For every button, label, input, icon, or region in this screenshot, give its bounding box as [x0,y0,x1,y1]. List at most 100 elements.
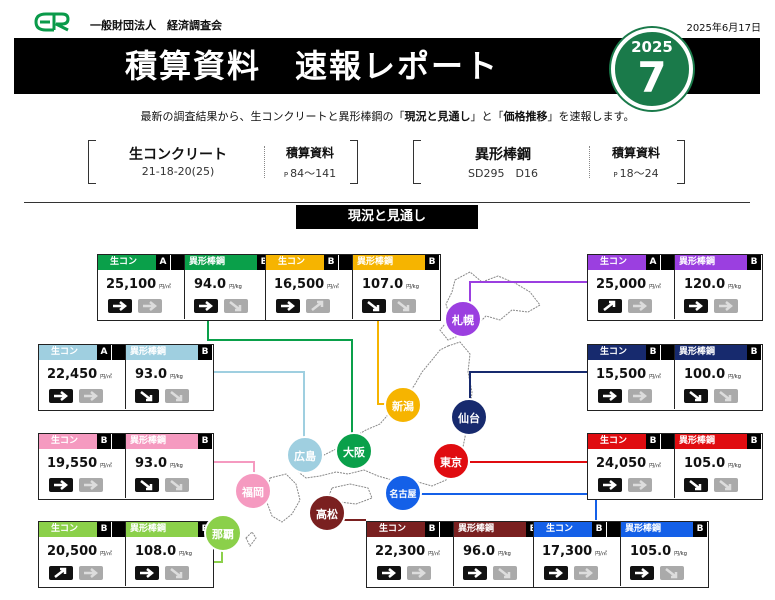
card-rebar-label: 異形棒鋼 [454,522,526,537]
card-concrete-label: 生コン [588,345,646,360]
publish-date: 2025年6月17日 [686,23,761,34]
issue-year: 2025 [631,38,673,56]
card-rebar-price: 93.0 [135,456,168,471]
ref-rebar-spec: SD295 D16 [468,167,538,180]
card-concrete-price: 24,050 [596,456,647,471]
city-marker-osaka: 大阪 [335,432,373,470]
card-concrete-price: 17,300 [542,544,593,559]
concrete-current-arrow-icon [598,478,622,492]
card-rebar-price: 93.0 [135,367,168,382]
rebar-current-arrow-icon [684,299,708,313]
card-concrete-price: 22,450 [47,367,98,382]
page-title: 積算資料 速報レポート [124,47,499,85]
card-rebar-grade: B [747,434,761,449]
issue-badge: 2025 7 [611,28,693,110]
card-concrete-grade: A [156,255,170,270]
card-rebar-unit: 円/kg [498,551,511,557]
card-concrete-price: 19,550 [47,456,98,471]
concrete-current-arrow-icon [49,478,73,492]
rebar-outlook-arrow-icon [714,389,738,403]
card-concrete-price: 16,500 [274,277,325,292]
card-concrete-grade: B [97,434,111,449]
card-rebar-grade: B [747,255,761,270]
card-concrete-grade: A [646,255,660,270]
card-concrete-price: 20,500 [47,544,98,559]
city-marker-hiroshima: 広島 [286,436,324,474]
card-concrete-price: 25,100 [106,277,157,292]
organization-name: 一般財団法人 経済調査会 [90,19,222,32]
ref-concrete-p-prefix: P [283,171,289,179]
concrete-outlook-arrow-icon [628,478,652,492]
rebar-current-arrow-icon [135,478,159,492]
connector-hiroshima [186,371,305,440]
concrete-outlook-arrow-icon [138,299,162,313]
rebar-outlook-arrow-icon [493,566,517,580]
city-marker-sapporo: 札幌 [444,300,482,338]
card-concrete-unit: 円/㎥ [100,374,112,380]
card-rebar-unit: 円/kg [179,551,192,557]
card-concrete-unit: 円/㎥ [595,551,607,557]
concrete-current-arrow-icon [49,389,73,403]
card-rebar-price: 120.0 [684,277,726,292]
intro-keyword-price: 価格推移 [503,110,548,123]
card-rebar-label: 異形棒鋼 [185,255,257,270]
ref-rebar-pages: 18～24 [619,167,659,180]
card-concrete-unit: 円/㎥ [649,374,661,380]
concrete-outlook-arrow-icon [574,566,598,580]
card-rebar-unit: 円/kg [170,374,183,380]
card-concrete-unit: 円/㎥ [327,284,339,290]
rebar-outlook-arrow-icon [165,566,189,580]
card-rebar-label: 異形棒鋼 [675,255,747,270]
card-rebar-price: 107.0 [362,277,404,292]
rebar-current-arrow-icon [630,566,654,580]
card-concrete-label: 生コン [534,522,592,537]
city-marker-niigata: 新潟 [384,386,422,424]
card-rebar-label: 異形棒鋼 [675,345,747,360]
card-rebar-unit: 円/kg [728,374,741,380]
card-concrete-unit: 円/㎥ [428,551,440,557]
city-marker-tokyo: 東京 [432,442,470,480]
intro-prefix: 最新の調査結果から、生コンクリートと異形棒鋼の「 [140,110,405,123]
card-rebar-price: 96.0 [463,544,496,559]
city-marker-naha: 那覇 [204,514,242,552]
rebar-outlook-arrow-icon [165,478,189,492]
card-concrete-unit: 円/㎥ [100,551,112,557]
concrete-current-arrow-icon [544,566,568,580]
card-concrete-label: 生コン [588,255,646,270]
city-marker-sendai: 仙台 [450,398,488,436]
concrete-outlook-arrow-icon [628,299,652,313]
card-concrete-price: 25,000 [596,277,647,292]
city-marker-takamatsu: 高松 [308,494,346,532]
concrete-current-arrow-icon [377,566,401,580]
card-rebar-grade: B [425,255,439,270]
rebar-current-arrow-icon [684,389,708,403]
concrete-current-arrow-icon [108,299,132,313]
concrete-outlook-arrow-icon [79,478,103,492]
rebar-current-arrow-icon [463,566,487,580]
card-rebar-price: 105.0 [684,456,726,471]
concrete-outlook-arrow-icon [407,566,431,580]
rebar-outlook-arrow-icon [165,389,189,403]
card-concrete-label: 生コン [367,522,425,537]
card-concrete-label: 生コン [588,434,646,449]
card-concrete-unit: 円/㎥ [649,463,661,469]
card-rebar-grade: B [198,434,212,449]
card-rebar-grade: B [198,345,212,360]
